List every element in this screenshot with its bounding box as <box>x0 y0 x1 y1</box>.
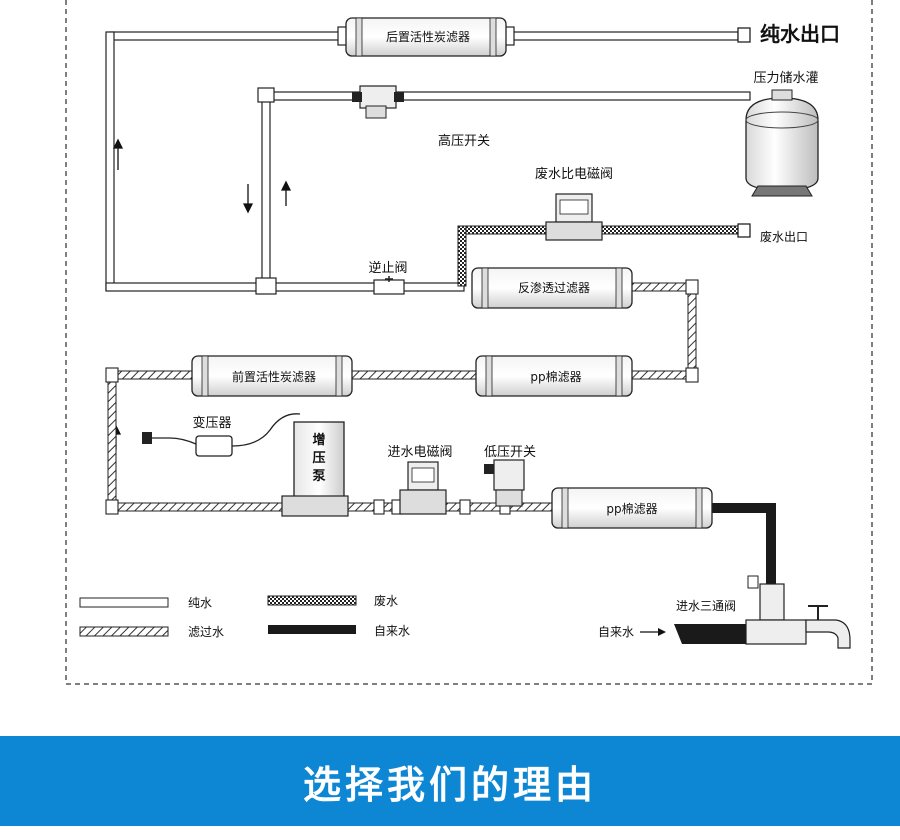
svg-text:泵: 泵 <box>312 469 325 484</box>
legend-swatch-tap <box>268 625 356 634</box>
pure-water-pipes <box>105 31 751 292</box>
water-purifier-flow-diagram: 后置活性炭滤器 反渗透过滤器 前置活性炭滤器 pp棉滤器 pp棉滤器 <box>65 0 873 685</box>
bottom-strip <box>0 826 900 840</box>
svg-text:增: 增 <box>312 432 325 448</box>
inlet-tee-valve-label: 进水三通阀 <box>676 599 736 613</box>
tap-water-in-arrow <box>640 628 666 636</box>
tap-water-pipe <box>710 503 776 585</box>
inlet-tee-valve <box>747 575 785 621</box>
faucet <box>674 605 851 649</box>
svg-text:压: 压 <box>312 451 325 466</box>
waste-outlet-label: 废水出口 <box>760 229 808 244</box>
legend-swatch-filtered <box>79 626 169 637</box>
pipe-fittings <box>255 26 515 295</box>
booster-pump: 增 压 泵 <box>281 421 349 517</box>
waste-outlet-cap <box>737 223 751 238</box>
transformer <box>142 413 301 457</box>
pre-carbon-filter-label: 前置活性炭滤器 <box>232 369 316 384</box>
check-valve <box>373 276 405 295</box>
ro-filter: 反渗透过滤器 <box>471 267 633 309</box>
post-carbon-filter: 后置活性炭滤器 <box>345 17 507 57</box>
pp-filter-upper-label: pp棉滤器 <box>530 370 581 384</box>
ro-filter-label: 反渗透过滤器 <box>518 280 590 295</box>
low-pressure-switch-label: 低压开关 <box>484 445 536 460</box>
legend-swatch-pure <box>79 597 169 608</box>
pp-filter-lower: pp棉滤器 <box>551 487 713 529</box>
pre-carbon-filter: 前置活性炭滤器 <box>191 355 353 397</box>
high-pressure-switch-label: 高压开关 <box>438 133 490 149</box>
dashed-border <box>65 0 873 685</box>
transformer-label: 变压器 <box>192 415 231 431</box>
pp-filter-upper: pp棉滤器 <box>475 355 633 397</box>
pure-outlet-cap <box>737 27 751 43</box>
reason-banner: 选择我们的理由 <box>0 736 900 826</box>
legend-label-waste: 废水 <box>374 593 398 608</box>
pp-filter-lower-label: pp棉滤器 <box>606 502 657 516</box>
inlet-solenoid-label: 进水电磁阀 <box>387 445 452 460</box>
legend: 纯水 滤过水 废水 自来水 <box>79 593 410 639</box>
post-carbon-filter-label: 后置活性炭滤器 <box>386 30 470 44</box>
banner-title: 选择我们的理由 <box>302 762 597 807</box>
waste-ratio-solenoid-valve <box>545 193 603 241</box>
legend-label-filtered: 滤过水 <box>188 625 224 639</box>
legend-label-pure: 纯水 <box>188 596 212 610</box>
waste-solenoid-label: 废水比电磁阀 <box>535 166 613 182</box>
legend-swatch-waste <box>267 595 357 606</box>
pure-water-outlet-label: 纯水出口 <box>760 22 840 46</box>
high-pressure-switch <box>352 85 404 119</box>
pressure-tank-label: 压力储水灌 <box>753 71 818 86</box>
filtered-water-pipes <box>107 282 697 512</box>
check-valve-label: 逆止阀 <box>368 260 407 276</box>
pressure-tank <box>745 89 819 197</box>
legend-label-tap: 自来水 <box>374 624 410 638</box>
filtered-pipe-fittings <box>105 279 699 515</box>
low-pressure-switch <box>484 459 525 507</box>
tap-water-in-label: 自来水 <box>598 625 634 639</box>
inlet-solenoid-valve <box>399 461 447 515</box>
